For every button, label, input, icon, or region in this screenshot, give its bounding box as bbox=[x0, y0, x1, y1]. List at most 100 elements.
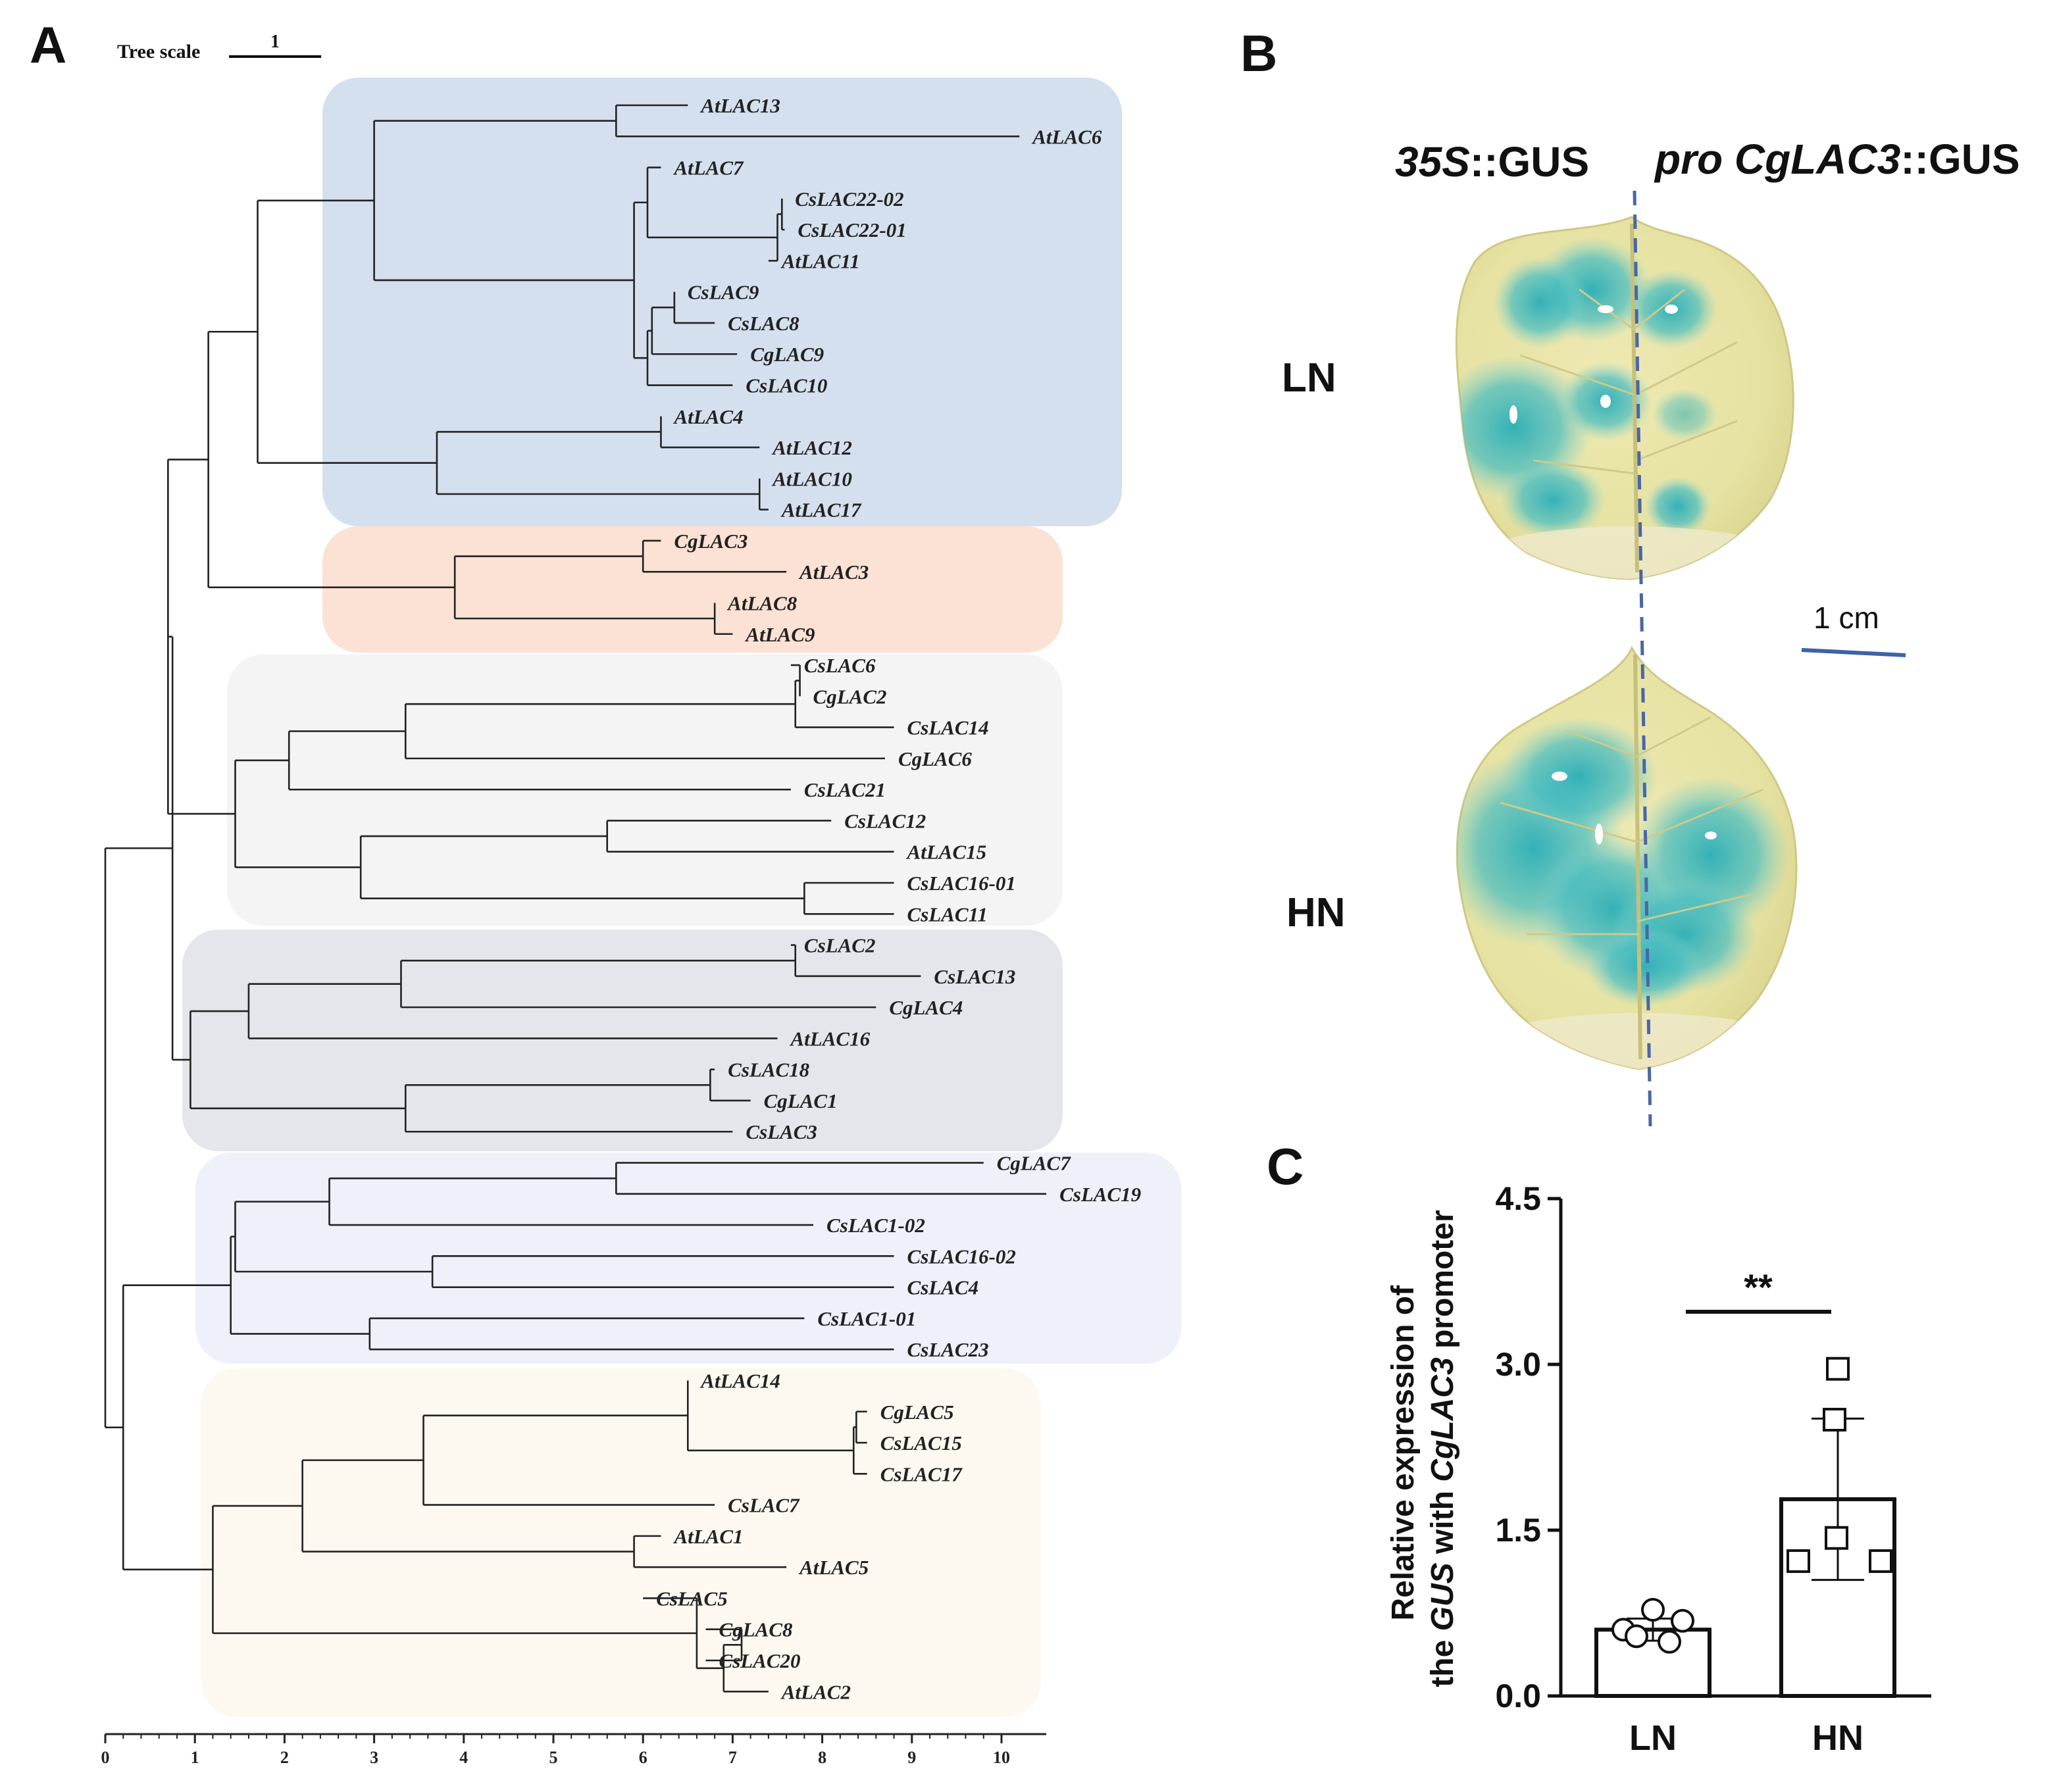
tree-leaf-label: CsLAC22-01 bbox=[798, 218, 906, 241]
data-point bbox=[1869, 1549, 1892, 1574]
tree-leaf-label: AtLAC1 bbox=[672, 1525, 743, 1548]
tree-leaf-label: CsLAC20 bbox=[719, 1649, 801, 1672]
tree-leaf-label: CgLAC6 bbox=[898, 747, 972, 770]
chart-y-tick-label: 4.5 bbox=[1495, 1180, 1541, 1217]
panel-c-label: C bbox=[1267, 1137, 1304, 1195]
tree-leaf-label: CsLAC2 bbox=[804, 934, 876, 957]
tree-leaf-label: AtLAC2 bbox=[780, 1680, 851, 1703]
tree-leaf-label: CgLAC3 bbox=[674, 530, 748, 553]
data-point bbox=[1787, 1549, 1810, 1574]
tree-axis-tick-label: 2 bbox=[280, 1748, 289, 1767]
tree-leaf-label: CsLAC5 bbox=[656, 1587, 728, 1610]
chart-y-tick-label: 1.5 bbox=[1495, 1512, 1541, 1549]
scale-bar bbox=[1801, 648, 1906, 657]
panel-b-label: B bbox=[1240, 24, 1277, 82]
clade-highlight bbox=[182, 930, 1063, 1151]
chart-y-tick-label: 0.0 bbox=[1495, 1678, 1541, 1714]
tree-axis-tick-label: 6 bbox=[639, 1748, 647, 1767]
panel-a-label: A bbox=[30, 16, 66, 74]
row-label-hn: HN bbox=[1286, 890, 1346, 935]
tree-leaf-label: AtLAC9 bbox=[744, 623, 815, 646]
data-point bbox=[1823, 1408, 1846, 1431]
tree-leaf-label: CsLAC8 bbox=[728, 312, 799, 335]
tree-leaf-label: CsLAC10 bbox=[746, 374, 827, 397]
chart-y-axis-title: Relative expression of the GUS with CgLA… bbox=[1386, 1210, 1460, 1687]
tree-leaf-label: AtLAC5 bbox=[798, 1556, 869, 1579]
tree-axis-tick-label: 5 bbox=[549, 1748, 558, 1767]
clade-highlight bbox=[322, 526, 1063, 653]
data-point bbox=[1826, 1356, 1850, 1381]
data-point bbox=[1625, 1624, 1648, 1649]
tree-leaf-label: CsLAC15 bbox=[880, 1431, 962, 1455]
tree-scale-label: Tree scale bbox=[117, 41, 200, 62]
tree-leaf-label: AtLAC7 bbox=[672, 157, 744, 180]
tree-leaf-label: CsLAC16-02 bbox=[907, 1245, 1016, 1268]
tree-leaf-label: AtLAC12 bbox=[771, 436, 852, 459]
tree-leaf-label: CsLAC12 bbox=[844, 809, 926, 832]
tree-leaf-label: CsLAC4 bbox=[907, 1276, 979, 1299]
tree-leaf-label: CsLAC22-02 bbox=[795, 187, 903, 211]
chart-x-tick-label: LN bbox=[1629, 1718, 1677, 1758]
leaf-photo-ln bbox=[1455, 216, 1794, 580]
tree-leaf-label: AtLAC15 bbox=[906, 841, 987, 864]
tree-leaf-label: CsLAC13 bbox=[934, 965, 1015, 988]
tree-leaf-label: CsLAC14 bbox=[907, 716, 989, 739]
tree-leaf-label: AtLAC13 bbox=[699, 94, 780, 117]
tree-leaf-label: AtLAC10 bbox=[771, 467, 852, 490]
tree-leaf-label: AtLAC17 bbox=[780, 499, 862, 522]
tree-leaf-label: AtLAC11 bbox=[780, 249, 860, 272]
tree-leaf-label: CgLAC2 bbox=[813, 685, 887, 708]
tree-leaf-label: CsLAC1-01 bbox=[817, 1307, 916, 1330]
row-label-ln: LN bbox=[1282, 355, 1336, 401]
tree-axis-tick-label: 1 bbox=[191, 1748, 199, 1767]
divider-dashed-line bbox=[1633, 190, 1652, 1127]
tree-leaf-label: AtLAC3 bbox=[798, 560, 869, 584]
tree-leaf-label: CsLAC18 bbox=[728, 1058, 810, 1082]
chart-y-tick-label: 3.0 bbox=[1495, 1346, 1541, 1383]
tree-leaf-label: CgLAC8 bbox=[719, 1618, 793, 1641]
clade-highlight bbox=[195, 1153, 1181, 1364]
tree-leaf-label: CsLAC6 bbox=[804, 654, 876, 677]
clade-highlight bbox=[322, 78, 1122, 526]
tree-leaf-label: AtLAC8 bbox=[726, 591, 798, 614]
tree-leaf-label: CsLAC21 bbox=[804, 778, 886, 801]
tree-leaf-label: CsLAC1-02 bbox=[826, 1214, 925, 1237]
chart-x-tick-label: HN bbox=[1812, 1718, 1863, 1758]
scale-bar-label: 1 cm bbox=[1813, 601, 1879, 635]
tree-leaf-label: CsLAC16-01 bbox=[907, 872, 1016, 895]
leaf-photo-hn bbox=[1456, 645, 1798, 1070]
tree-leaf-label: CsLAC7 bbox=[728, 1494, 800, 1517]
tree-leaf-label: CgLAC9 bbox=[750, 343, 824, 366]
tree-axis-tick-label: 8 bbox=[818, 1748, 826, 1767]
data-point bbox=[1658, 1630, 1681, 1654]
tree-axis-tick-label: 7 bbox=[728, 1748, 737, 1767]
tree-leaf-label: CsLAC17 bbox=[880, 1462, 963, 1485]
tree-leaf-label: AtLAC4 bbox=[672, 405, 743, 428]
tree-axis-tick-label: 10 bbox=[993, 1748, 1010, 1767]
panel-a-phylogenetic-tree: A Tree scale 1 AtLAC13AtLAC6AtLAC7CsLAC2… bbox=[30, 16, 1181, 1767]
tree-leaf-label: CgLAC5 bbox=[880, 1401, 954, 1424]
tree-axis-tick-label: 3 bbox=[370, 1748, 378, 1767]
tree-leaf-label: CsLAC19 bbox=[1059, 1183, 1141, 1206]
tree-leaf-label: CgLAC7 bbox=[997, 1152, 1071, 1175]
significance-label: ** bbox=[1744, 1266, 1773, 1308]
tree-leaf-label: CgLAC4 bbox=[889, 996, 963, 1019]
tree-leaf-label: CsLAC9 bbox=[688, 281, 759, 304]
tree-leaf-label: AtLAC6 bbox=[1031, 125, 1102, 148]
tree-leaf-label: CsLAC23 bbox=[907, 1338, 989, 1361]
panel-b-gus-staining: B 35S::GUS pro CgLAC3::GUS LN HN bbox=[1240, 24, 2020, 1127]
panel-c-bar-chart: C Relative expression of the GUS with Cg… bbox=[1267, 1137, 1931, 1758]
clade-highlight bbox=[201, 1368, 1041, 1717]
data-point bbox=[1671, 1608, 1694, 1633]
tree-leaf-label: CsLAC3 bbox=[746, 1120, 817, 1143]
tree-leaf-label: CgLAC1 bbox=[764, 1089, 838, 1112]
label-pro-cglac3-gus: pro CgLAC3::GUS bbox=[1654, 136, 2020, 183]
tree-leaf-label: AtLAC16 bbox=[790, 1027, 871, 1050]
data-point bbox=[1825, 1526, 1848, 1550]
tree-axis-tick-label: 0 bbox=[101, 1748, 110, 1767]
tree-leaf-label: CsLAC11 bbox=[907, 903, 988, 926]
tree-scale-value: 1 bbox=[270, 32, 280, 52]
tree-axis-tick-label: 9 bbox=[907, 1748, 916, 1767]
tree-leaf-label: AtLAC14 bbox=[699, 1369, 780, 1392]
